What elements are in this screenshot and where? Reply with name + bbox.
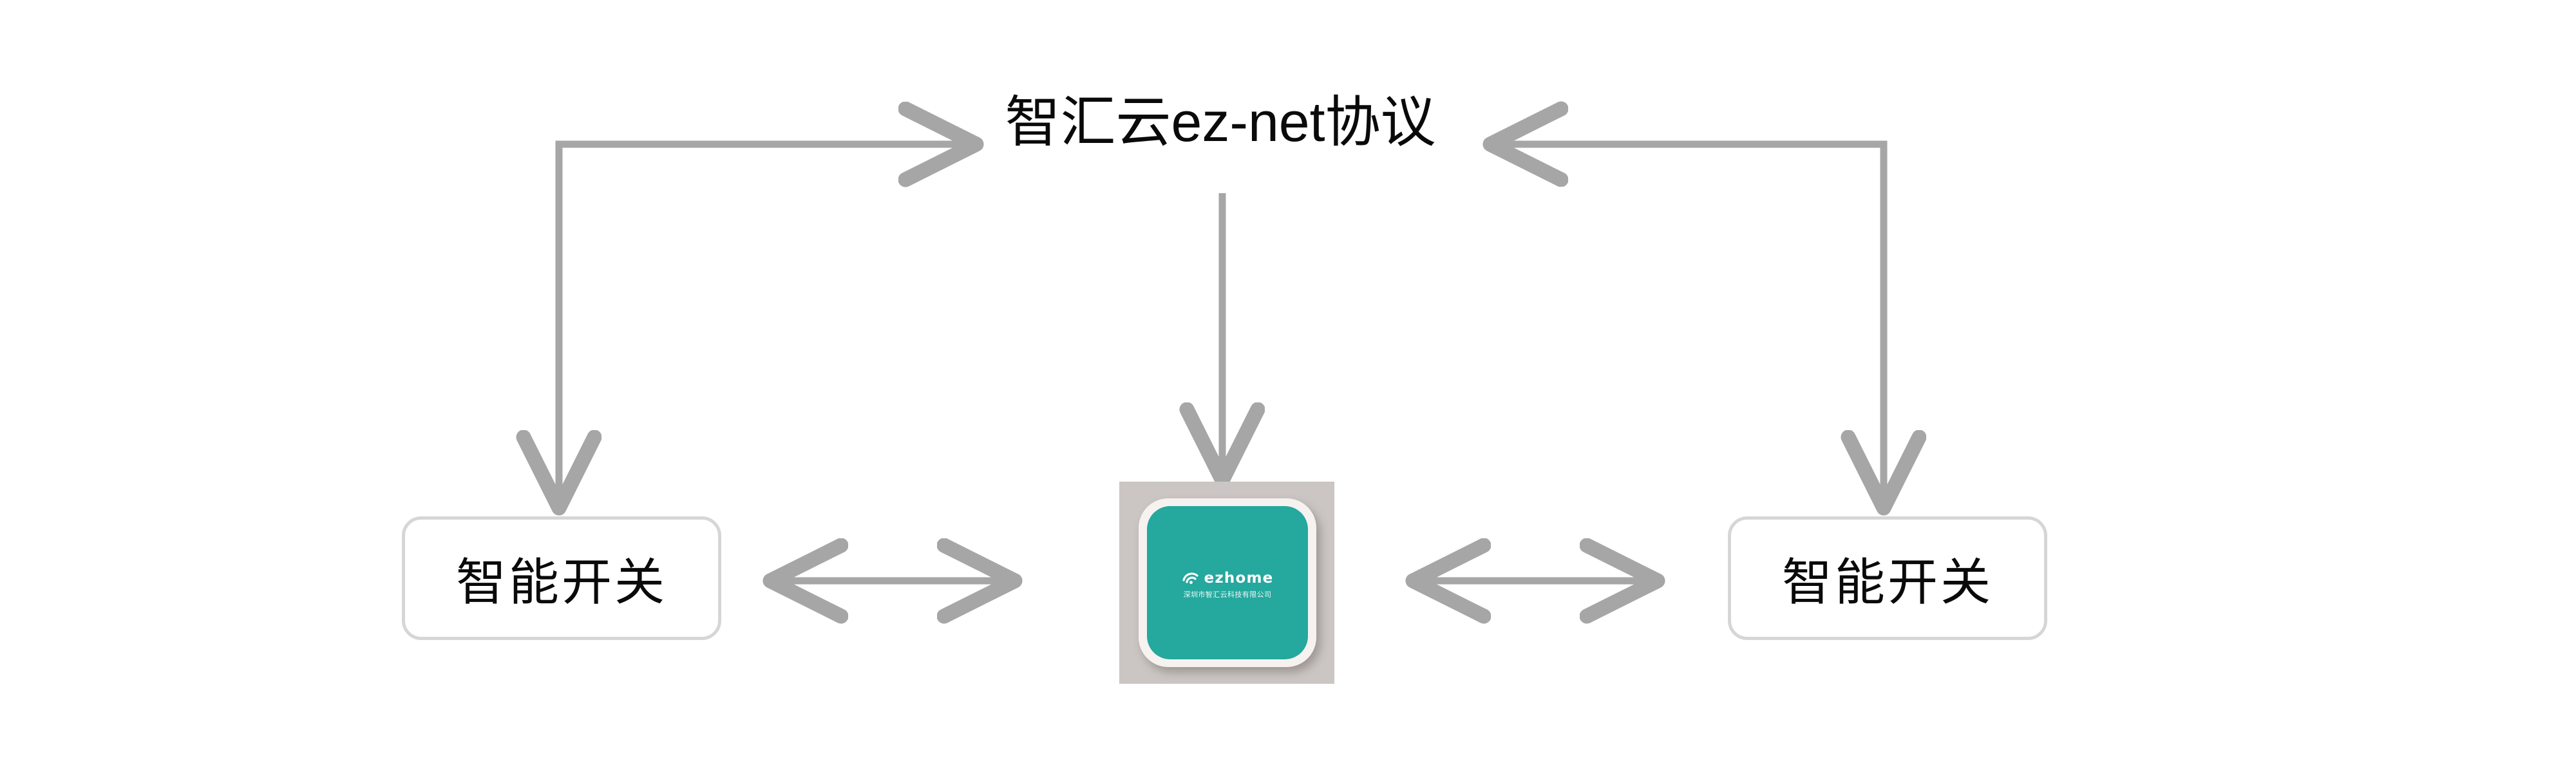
node-left-smart-switch-label: 智能开关 — [455, 554, 667, 610]
gateway-company-name: 深圳市智汇云科技有限公司 — [1183, 591, 1272, 599]
connector-left-switch-to-protocol — [559, 144, 969, 502]
gateway-device-photo: ezhome 深圳市智汇云科技有限公司 — [1119, 482, 1334, 684]
gateway-device-shell: ezhome 深圳市智汇云科技有限公司 — [1139, 498, 1316, 667]
node-left-smart-switch[interactable]: 智能开关 — [402, 516, 721, 640]
node-right-smart-switch[interactable]: 智能开关 — [1728, 516, 2047, 640]
wifi-icon — [1182, 572, 1198, 584]
gateway-device-face: ezhome 深圳市智汇云科技有限公司 — [1147, 506, 1308, 659]
node-right-smart-switch-label: 智能开关 — [1781, 554, 1993, 610]
connector-right-switch-to-protocol — [1497, 144, 1884, 502]
gateway-brand-name: ezhome — [1204, 570, 1274, 587]
gateway-brand-row: ezhome — [1182, 570, 1274, 587]
protocol-title: 智汇云ez-net协议 — [1005, 91, 1436, 153]
